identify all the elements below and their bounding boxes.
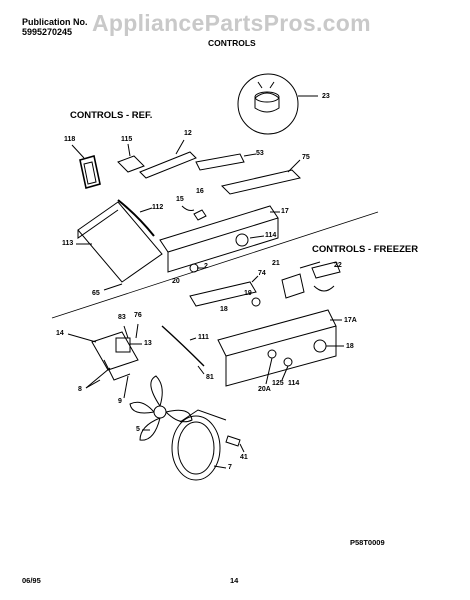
part-17 [159,205,279,253]
callout-9: 9 [118,398,122,405]
part-112 [117,199,155,237]
callout-53: 53 [256,150,264,157]
callout-23: 23 [322,93,330,100]
part-113 [77,201,163,283]
watermark: AppliancePartsPros.com [92,10,371,36]
callout-83: 83 [118,314,126,321]
part-14 [91,331,139,371]
part-22 [311,261,341,279]
section-divider [51,211,379,319]
part-81 [197,365,205,375]
callout-17A: 17A [344,317,357,324]
part-9-leader [123,375,129,399]
callout-13: 13 [144,340,152,347]
callout-125: 125 [272,380,284,387]
part-12 [139,151,197,179]
part-41-screw [225,435,241,447]
part-21 [281,273,305,299]
part-125 [283,357,293,367]
part-115 [117,155,145,173]
callout-114-freezer: 114 [288,380,300,387]
figure-code: P58T0009 [350,538,385,547]
callout-118: 118 [64,136,76,143]
callout-65: 65 [92,290,100,297]
part-53 [195,153,245,171]
part-114-ref [235,233,249,247]
section-title-freezer: CONTROLS - FREEZER [312,244,419,255]
footer-page-number: 14 [230,576,239,585]
callout-16: 16 [196,188,204,195]
section-title-ref: CONTROLS - REF. [70,110,153,121]
callout-114-ref: 114 [265,232,277,239]
thermostat-part [254,92,280,113]
callout-18-freezer: 18 [346,343,354,350]
callout-113: 113 [62,240,74,247]
callout-15: 15 [176,196,184,203]
callout-81: 81 [206,374,214,381]
part-20A [267,349,277,359]
callout-112: 112 [152,204,164,211]
publication-label: Publication No. [22,17,88,27]
callout-5: 5 [136,426,140,433]
callout-22: 22 [334,262,342,269]
callout-20A: 20A [258,386,271,393]
part-75 [221,169,301,195]
callout-76: 76 [134,312,142,319]
callout-74: 74 [258,270,266,277]
callout-14: 14 [56,330,64,337]
part-74 [189,281,257,307]
callout-41: 41 [240,454,248,461]
part-17A [217,309,337,357]
publication-block: Publication No. 5995270245 [22,17,88,37]
callout-111: 111 [198,334,209,341]
part-7-fan-shroud [171,409,227,481]
callout-115: 115 [121,136,133,143]
thermostat-inset [237,73,299,135]
part-8-leader [85,367,111,389]
part-118 [79,154,101,190]
callout-7: 7 [228,464,232,471]
page-title: CONTROLS [208,38,256,48]
part-18-freezer [313,339,327,353]
callout-19: 19 [244,290,252,297]
part-13 [115,337,131,353]
part-111 [161,325,205,367]
callout-12: 12 [184,130,192,137]
callout-8: 8 [78,386,82,393]
callout-20: 20 [172,278,180,285]
part-15 [181,205,195,211]
callout-17: 17 [281,208,289,215]
callout-2: 2 [204,263,208,270]
part-19 [251,297,261,307]
part-83-leader [123,325,129,339]
footer-date: 06/95 [22,576,41,585]
part-16 [193,209,207,221]
part-5-fan-blade [129,375,193,441]
part-65-leader [103,283,123,291]
part-76-leader [135,323,139,339]
callout-21: 21 [272,260,280,267]
callout-75: 75 [302,154,310,161]
publication-number: 5995270245 [22,27,73,37]
callout-18-upper: 18 [220,306,228,313]
